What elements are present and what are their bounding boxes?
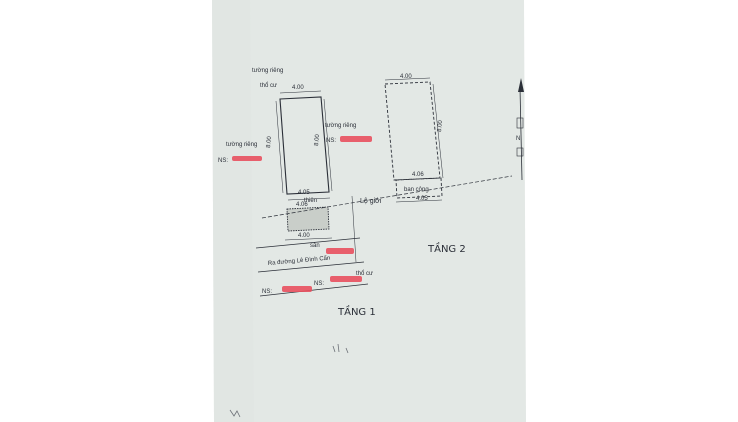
floor2-top-dim-line <box>384 77 431 81</box>
floor2-right-dim-line <box>432 83 444 179</box>
floor1-top-wall-label: tường riêng <box>252 68 283 74</box>
floor1-top-dim-line <box>279 90 322 94</box>
north-label: N <box>516 136 520 142</box>
floor1-right-dim-line <box>323 98 333 192</box>
redaction-bottom-right <box>330 276 362 282</box>
floor1-width-top: 4.00 <box>292 85 304 91</box>
paper-shade <box>212 0 254 422</box>
floor1-setback-label: Lộ giới <box>360 198 382 205</box>
floor1-left-wall-label: tường riêng <box>226 142 257 148</box>
road-width-dim <box>351 195 357 263</box>
floor1-width-mid2: 4.06 <box>296 202 308 208</box>
redaction-right-owner <box>340 136 372 142</box>
north-arrow-shaft <box>519 87 523 181</box>
floor1-bottom-owner-prefix-right: NS: <box>314 281 324 287</box>
setback-line <box>261 175 513 219</box>
floor1-right-wall-label: tường riêng <box>325 123 356 129</box>
floor2-depth: 8.00 <box>437 119 444 132</box>
floor1-title: TẦNG 1 <box>337 304 376 318</box>
floor1-left-owner-prefix: NS: <box>218 158 228 164</box>
floor1-top-house-label: thổ cư <box>260 82 277 89</box>
floor1-width-mid1: 4.05 <box>298 190 310 196</box>
road-line-bottom <box>257 261 365 273</box>
floor1-depth-right: 8.00 <box>314 133 321 146</box>
floor1-mid-line <box>287 197 331 201</box>
floor1-width-bottom: 4.00 <box>298 233 310 239</box>
floor2-balcony-width: 4.06 <box>412 172 424 178</box>
floor2-width-top: 4.00 <box>400 74 412 80</box>
floor1-right-owner-prefix: NS: <box>326 138 336 144</box>
north-arrow-mark <box>516 117 524 129</box>
floor2-house-outline <box>384 81 441 181</box>
floor1-house-outline <box>279 96 330 195</box>
floor1-bottom-owner-prefix-left: NS: <box>262 289 272 295</box>
floor2-bottom-dim-line <box>395 199 443 203</box>
floor1-bottom-house-label: thổ cư <box>356 270 373 277</box>
road-line-top <box>255 237 361 249</box>
north-arrow-head <box>518 78 524 92</box>
pencil-scribbles <box>332 343 349 354</box>
north-arrow-mark-2 <box>516 147 524 157</box>
floor1-yard-box <box>286 206 330 232</box>
floor2-balcony-outline <box>395 177 443 199</box>
paper-sheet <box>212 0 526 422</box>
redaction-left-owner <box>232 156 262 161</box>
floor1-bottom-dim-line <box>284 237 333 241</box>
floor1-yard-bottom-label: sân <box>310 243 320 249</box>
corner-scribbles <box>229 409 241 418</box>
redaction-bottom-left <box>282 286 312 292</box>
floor1-depth: 8.00 <box>266 135 273 148</box>
floor1-yard-label: thiên <box>304 198 317 204</box>
floor1-left-dim-line <box>275 100 284 194</box>
redaction-road <box>326 248 354 254</box>
road-line-lower <box>259 283 369 297</box>
floor2-width-bottom: 4.05 <box>416 196 428 202</box>
floor2-title: TẦNG 2 <box>427 241 466 255</box>
floor2-balcony-label: ban công <box>404 187 429 193</box>
